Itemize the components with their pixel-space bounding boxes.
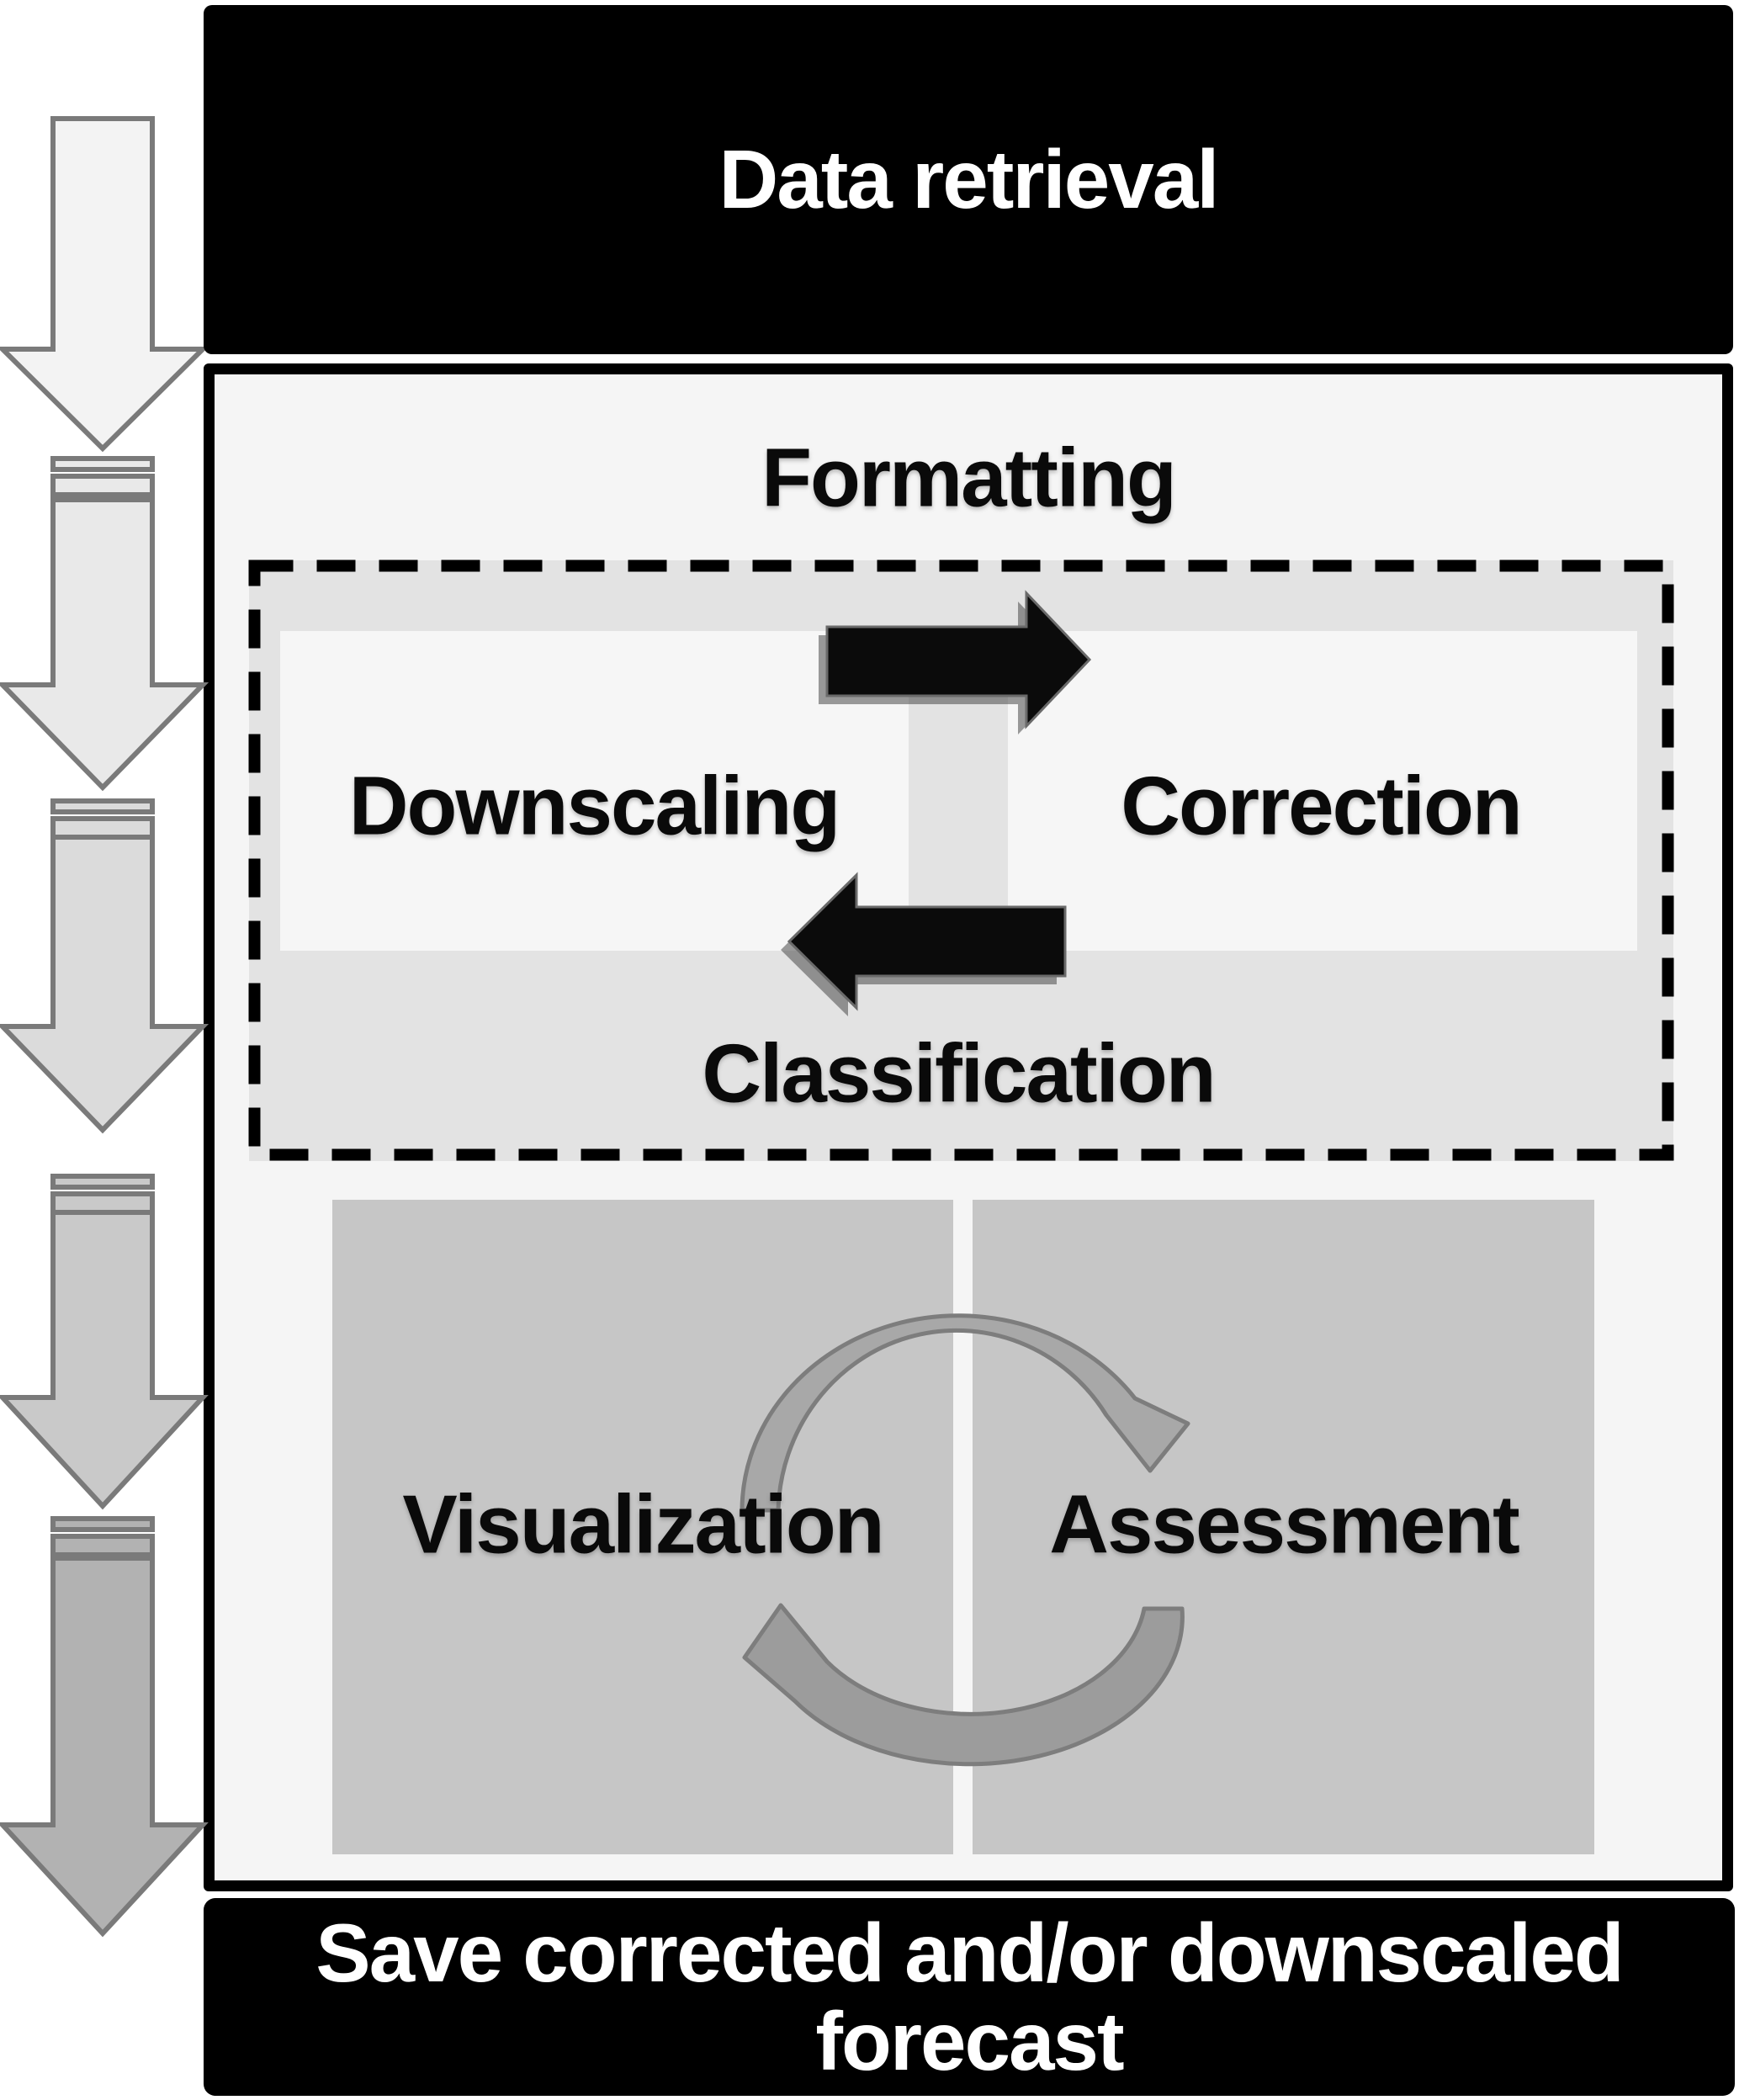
flow-down-arrow-1-icon <box>0 116 209 453</box>
flow-down-arrow-4-icon <box>0 1174 209 1510</box>
data-retrieval-label: Data retrieval <box>718 133 1219 226</box>
visualization-label: Visualization <box>402 1477 884 1571</box>
formatting-title: Formatting <box>761 431 1177 524</box>
correction-label: Correction <box>1121 759 1523 852</box>
downscaling-label: Downscaling <box>348 759 840 852</box>
save-forecast-label: Save corrected and/or downscaled forecas… <box>315 1906 1625 2087</box>
flow-down-arrow-5-icon <box>0 1516 209 1938</box>
flow-down-arrow-2-icon <box>0 456 209 792</box>
flow-down-arrow-3-icon <box>0 798 209 1134</box>
classification-label: Classification <box>702 1026 1216 1120</box>
save-forecast-bar: Save corrected and/or downscaled forecas… <box>204 1898 1735 2096</box>
assessment-label: Assessment <box>1049 1477 1519 1571</box>
data-retrieval-bar: Data retrieval <box>204 5 1733 354</box>
